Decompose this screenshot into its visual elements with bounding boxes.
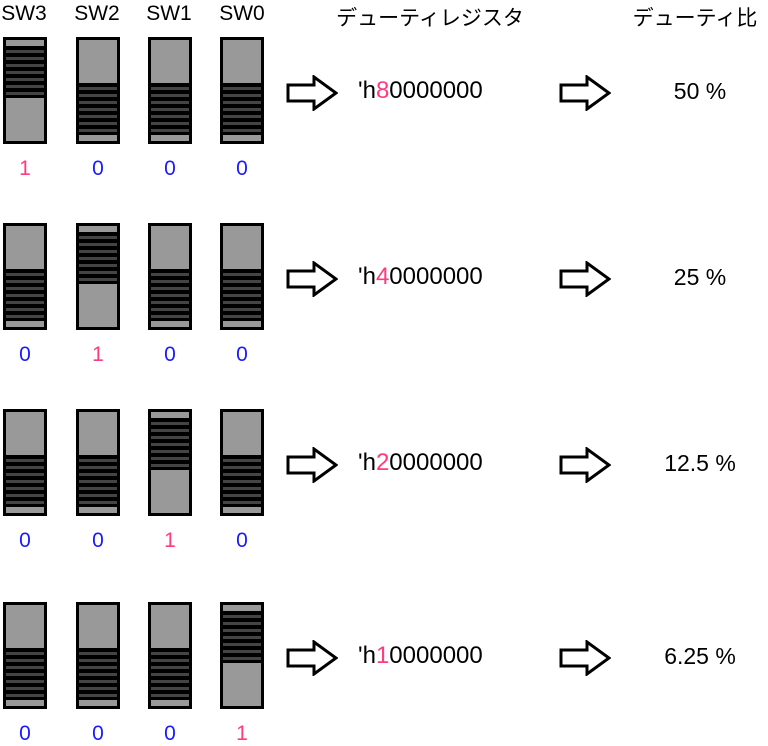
register-value: 'h80000000 [358,77,483,105]
bit-value: 1 [92,343,104,366]
duty-ratio: 50 % [673,78,727,104]
switch-knob [6,648,44,700]
switch-knob [151,418,189,470]
switch-knob [223,611,261,663]
dip-switch[interactable] [220,223,264,330]
dip-switch[interactable] [220,602,264,709]
switch-knob [79,232,117,284]
arrow-right-icon [286,446,339,484]
switch-knob [151,269,189,321]
reg-digit: 2 [375,449,390,476]
dip-switch[interactable] [76,602,120,709]
dip-switch[interactable] [76,409,120,516]
dip-switch[interactable] [220,409,264,516]
bit-value: 0 [19,529,31,552]
switch-knob [6,269,44,321]
reg-suffix: 0000000 [389,263,483,290]
dip-switch[interactable] [148,602,192,709]
bit-value: 1 [236,722,248,745]
dip-switch[interactable] [148,37,192,144]
bit-value: 0 [92,157,104,180]
arrow-right-icon [286,74,339,112]
header-register: デューティレジスタ [336,7,524,30]
bit-value: 0 [236,157,248,180]
reg-suffix: 0000000 [389,77,483,104]
reg-prefix: 'h [358,642,376,669]
arrow-right-icon [286,639,339,677]
switch-knob [6,455,44,507]
duty-ratio: 12.5 % [664,450,736,476]
reg-digit: 4 [375,263,390,290]
bit-value: 0 [19,343,31,366]
register-value: 'h40000000 [358,263,483,291]
reg-digit: 1 [375,642,390,669]
dip-switch[interactable] [220,37,264,144]
dip-switch[interactable] [3,602,47,709]
header-sw1: SW1 [146,2,192,25]
header-ratio: デューティ比 [632,7,758,30]
switch-knob [223,83,261,135]
bit-value: 0 [92,529,104,552]
header-sw2: SW2 [74,2,120,25]
header-sw3: SW3 [1,2,47,25]
arrow-right-icon [559,446,612,484]
switch-knob [151,648,189,700]
dip-switch[interactable] [76,37,120,144]
bit-value: 1 [164,529,176,552]
register-value: 'h10000000 [358,642,483,670]
bit-value: 0 [19,722,31,745]
switch-knob [79,83,117,135]
reg-suffix: 0000000 [389,642,483,669]
bit-value: 0 [164,722,176,745]
duty-ratio: 25 % [673,264,727,290]
switch-knob [223,269,261,321]
bit-value: 0 [164,343,176,366]
dip-switch[interactable] [3,223,47,330]
bit-value: 0 [236,529,248,552]
arrow-right-icon [559,260,612,298]
bit-value: 0 [164,157,176,180]
arrow-right-icon [286,260,339,298]
reg-prefix: 'h [358,263,376,290]
arrow-right-icon [559,74,612,112]
register-value: 'h20000000 [358,449,483,477]
switch-knob [223,455,261,507]
reg-prefix: 'h [358,77,376,104]
dip-switch[interactable] [76,223,120,330]
switch-knob [79,455,117,507]
reg-digit: 8 [375,77,390,104]
dip-switch[interactable] [148,409,192,516]
bit-value: 0 [236,343,248,366]
bit-value: 0 [92,722,104,745]
switch-knob [151,83,189,135]
arrow-right-icon [559,639,612,677]
switch-knob [79,648,117,700]
dip-switch[interactable] [3,409,47,516]
switch-knob [6,46,44,98]
header-sw0: SW0 [219,2,265,25]
dip-switch[interactable] [148,223,192,330]
reg-suffix: 0000000 [389,449,483,476]
duty-ratio: 6.25 % [664,643,736,669]
dip-switch[interactable] [3,37,47,144]
reg-prefix: 'h [358,449,376,476]
bit-value: 1 [19,157,31,180]
